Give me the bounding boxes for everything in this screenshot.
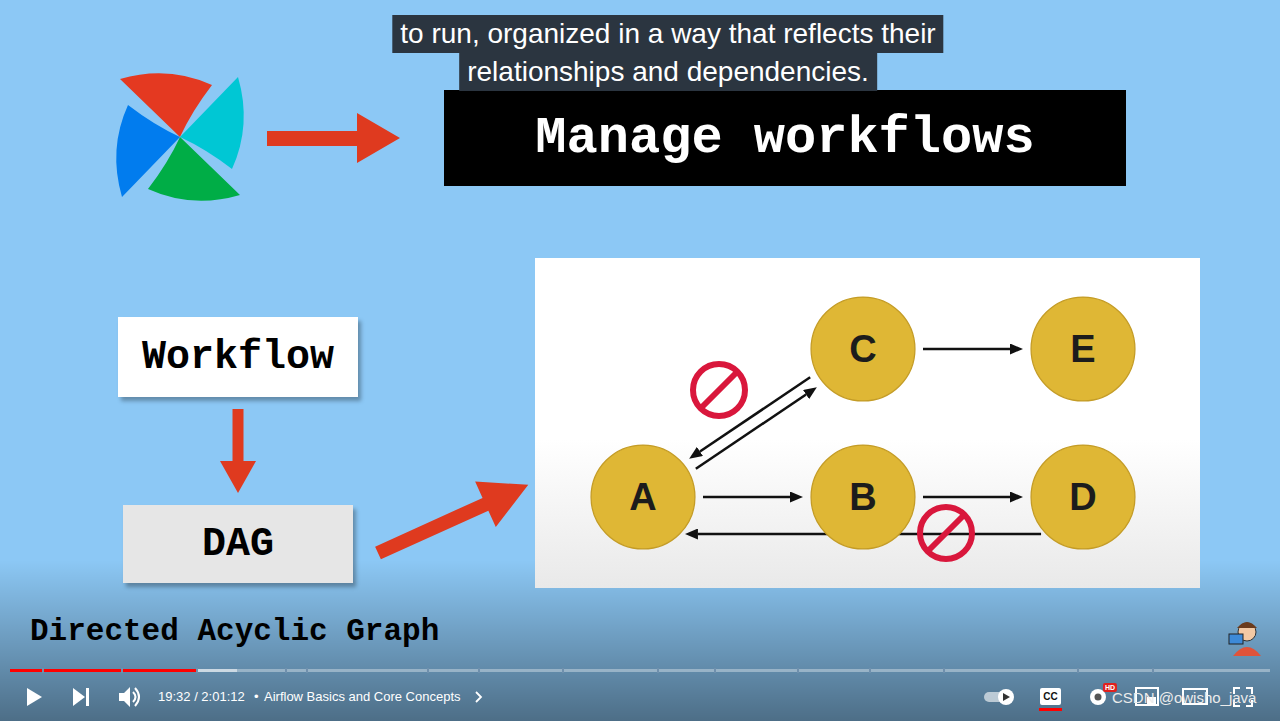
time-display: 19:32 / 2:01:12	[158, 689, 245, 705]
watermark: CSDN @owisho_java	[1112, 689, 1256, 707]
graph-node: C	[810, 296, 916, 402]
chapter-title: Airflow Basics and Core Concepts	[264, 689, 461, 705]
term-label: Directed Acyclic Graph	[30, 613, 439, 651]
node-circle	[591, 445, 695, 549]
dependency-arrow	[703, 496, 790, 499]
airflow-logo	[116, 73, 244, 201]
dependency-arrow	[923, 496, 1010, 499]
node-text: DAG	[202, 522, 274, 567]
separator-dot: •	[254, 689, 259, 705]
graph-node: A	[590, 444, 696, 550]
flow-arrow	[233, 409, 244, 461]
node-text: Manage workflows	[535, 109, 1034, 168]
dependency-arrow	[923, 348, 1010, 351]
prohibition-sign	[693, 364, 745, 416]
channel-avatar	[1229, 622, 1261, 656]
node-text: D	[1069, 476, 1096, 519]
node-text: Workflow	[142, 335, 334, 380]
node-text: B	[849, 476, 876, 519]
concept-box: DAG	[123, 505, 353, 583]
cc-icon-text: CC	[1043, 691, 1057, 703]
graph-node: E	[1030, 296, 1136, 402]
graph-node: D	[1030, 444, 1136, 550]
subtitle-line: to run, organized in a way that reflects…	[392, 15, 943, 53]
node-circle	[1031, 297, 1135, 401]
player-controls	[27, 687, 481, 707]
red-arrow	[368, 462, 539, 576]
concept-box: Workflow	[118, 317, 358, 397]
node-circle	[1031, 445, 1135, 549]
node-text: A	[629, 476, 656, 519]
progress-bar	[10, 668, 1270, 673]
red-arrow	[267, 113, 400, 163]
prohibition-sign	[920, 507, 972, 559]
subtitle-line: relationships and dependencies.	[459, 53, 877, 91]
graph-node: B	[810, 444, 916, 550]
title-box: Manage workflows	[444, 90, 1126, 186]
node-circle	[811, 445, 915, 549]
node-circle	[811, 297, 915, 401]
node-text: E	[1070, 328, 1095, 371]
node-text: C	[849, 328, 876, 371]
graph-panel	[535, 258, 1200, 588]
